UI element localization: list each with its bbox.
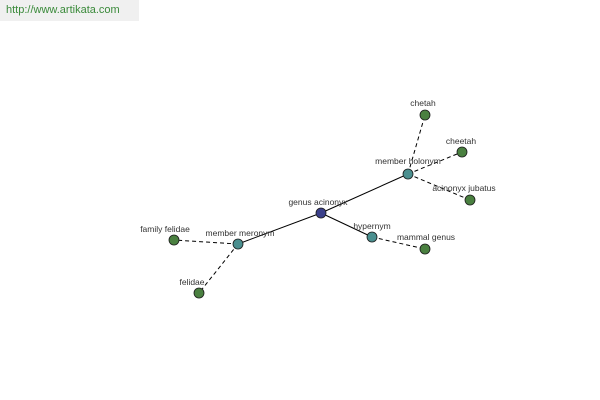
node-label-family[interactable]: family felidae <box>140 224 190 234</box>
node-dot-cheetah[interactable] <box>456 146 468 158</box>
node-center[interactable]: genus acinonyx <box>288 197 348 219</box>
edge-meronym-felidae <box>198 243 239 294</box>
node-label-felidae[interactable]: felidae <box>179 277 204 287</box>
node-dot-meronym[interactable] <box>232 238 244 250</box>
node-jubatus[interactable]: acinonyx jubatus <box>432 183 496 206</box>
edge-holonym-chetah <box>407 114 426 175</box>
node-holonym[interactable]: member holonym <box>375 156 441 180</box>
node-cheetah[interactable]: cheetah <box>446 136 477 158</box>
node-dot-chetah[interactable] <box>419 109 431 121</box>
edge-holonym-cheetah <box>407 151 463 175</box>
node-dot-holonym[interactable] <box>402 168 414 180</box>
node-dot-jubatus[interactable] <box>464 194 476 206</box>
edge-meronym-family <box>173 239 239 245</box>
node-label-hypernym[interactable]: hypernym <box>353 221 390 231</box>
url-banner[interactable]: http://www.artikata.com <box>0 0 139 21</box>
node-felidae[interactable]: felidae <box>179 277 205 299</box>
node-dot-felidae[interactable] <box>193 287 205 299</box>
node-label-jubatus[interactable]: acinonyx jubatus <box>432 183 495 193</box>
node-chetah[interactable]: chetah <box>410 98 436 121</box>
node-dot-family[interactable] <box>168 234 180 246</box>
edge-center-hypernym <box>320 212 373 238</box>
node-mammal[interactable]: mammal genus <box>397 232 455 255</box>
node-hypernym[interactable]: hypernym <box>353 221 391 243</box>
node-label-mammal[interactable]: mammal genus <box>397 232 455 242</box>
node-dot-mammal[interactable] <box>419 243 431 255</box>
edge-hypernym-mammal <box>371 236 426 250</box>
node-label-meronym[interactable]: member meronym <box>206 228 275 238</box>
edges-layer <box>173 114 471 294</box>
node-meronym[interactable]: member meronym <box>206 228 275 250</box>
edge-holonym-jubatus <box>407 173 471 201</box>
edge-center-holonym <box>320 173 409 214</box>
node-family[interactable]: family felidae <box>140 224 190 246</box>
node-label-chetah[interactable]: chetah <box>410 98 436 108</box>
node-label-center[interactable]: genus acinonyx <box>288 197 348 207</box>
node-dot-hypernym[interactable] <box>366 231 378 243</box>
node-label-cheetah[interactable]: cheetah <box>446 136 477 146</box>
edge-center-meronym <box>237 212 322 245</box>
node-dot-center[interactable] <box>315 207 327 219</box>
node-label-holonym[interactable]: member holonym <box>375 156 441 166</box>
nodes-layer: genus acinonyx member holonym hypernym memb… <box>140 98 496 299</box>
